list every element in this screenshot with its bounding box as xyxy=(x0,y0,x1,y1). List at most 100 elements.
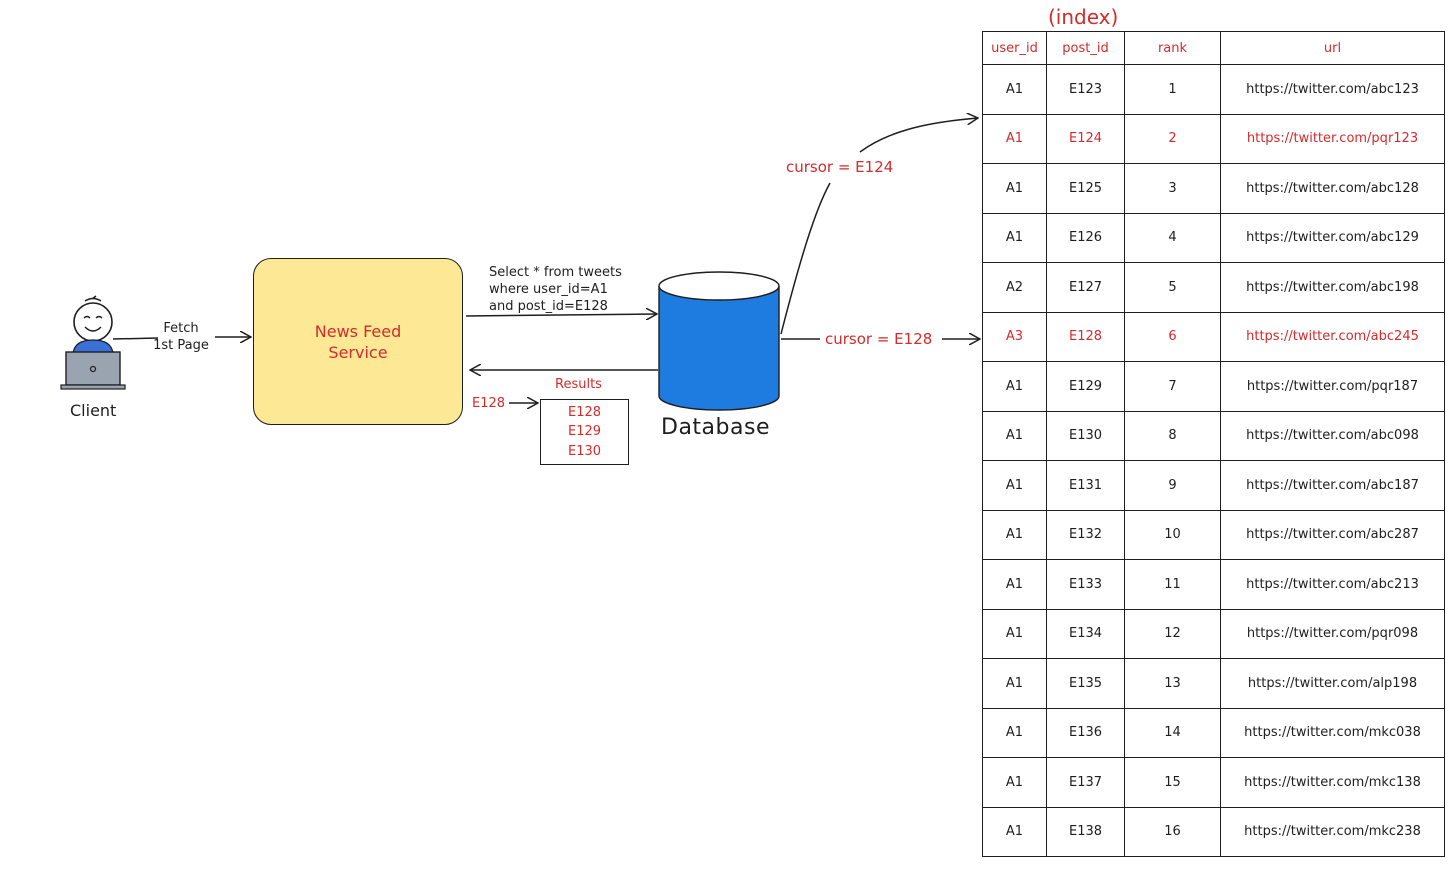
cell-rank: 13 xyxy=(1124,658,1221,709)
cell-user-id: A1 xyxy=(982,410,1047,461)
client-label: Client xyxy=(70,401,117,420)
cell-url: https://twitter.com/mkc238 xyxy=(1220,806,1445,857)
cell-user-id: A1 xyxy=(982,757,1047,808)
cell-rank: 15 xyxy=(1124,757,1221,808)
cell-post-id: E130 xyxy=(1046,410,1125,461)
cell-user-id: A1 xyxy=(982,707,1047,758)
cell-url: https://twitter.com/abc123 xyxy=(1220,64,1445,115)
cell-url: https://twitter.com/alp198 xyxy=(1220,658,1445,709)
cell-url: https://twitter.com/pqr123 xyxy=(1220,113,1445,164)
cell-post-id: E125 xyxy=(1046,163,1125,214)
cell-url: https://twitter.com/abc198 xyxy=(1220,262,1445,313)
cell-rank: 4 xyxy=(1124,212,1221,263)
laptop-logo-icon xyxy=(89,365,97,373)
service-label-line2: Service xyxy=(328,342,388,362)
cell-rank: 12 xyxy=(1124,608,1221,659)
client-face-icon xyxy=(83,315,103,332)
cell-post-id: E135 xyxy=(1046,658,1125,709)
fetch-label: Fetch 1st Page xyxy=(152,320,210,354)
results-title: Results xyxy=(555,377,602,392)
results-item: E128 xyxy=(567,405,602,421)
index-title: (index) xyxy=(1048,5,1119,29)
cell-post-id: E137 xyxy=(1046,757,1125,808)
query-text: Select * from tweets where user_id=A1 an… xyxy=(489,265,622,314)
results-cursor-label: E128 xyxy=(472,396,506,411)
cell-user-id: A1 xyxy=(982,608,1047,659)
arrow-client-to-service xyxy=(112,337,159,340)
cell-rank: 5 xyxy=(1124,262,1221,313)
arrow-e124-to-index xyxy=(859,118,978,153)
laptop-base-icon xyxy=(60,384,126,390)
cell-post-id: E136 xyxy=(1046,707,1125,758)
cell-rank: 6 xyxy=(1124,311,1221,362)
cell-user-id: A1 xyxy=(982,559,1047,610)
column-header-user-id: user_id xyxy=(982,31,1047,65)
cell-user-id: A1 xyxy=(982,806,1047,857)
cell-url: https://twitter.com/abc187 xyxy=(1220,460,1445,511)
arrow-service-to-database xyxy=(465,314,657,316)
cell-rank: 9 xyxy=(1124,460,1221,511)
cell-user-id: A1 xyxy=(982,113,1047,164)
cell-post-id: E127 xyxy=(1046,262,1125,313)
fetch-label-line1: Fetch xyxy=(163,321,199,336)
client-figure xyxy=(60,295,126,390)
cell-url: https://twitter.com/abc129 xyxy=(1220,212,1445,263)
cell-post-id: E131 xyxy=(1046,460,1125,511)
cell-url: https://twitter.com/abc287 xyxy=(1220,509,1445,560)
cell-user-id: A1 xyxy=(982,212,1047,263)
cell-user-id: A1 xyxy=(982,64,1047,115)
cell-url: https://twitter.com/abc245 xyxy=(1220,311,1445,362)
results-box: E128 E129 E130 xyxy=(540,399,629,465)
cell-user-id: A1 xyxy=(982,460,1047,511)
cell-post-id: E138 xyxy=(1046,806,1125,857)
cell-post-id: E123 xyxy=(1046,64,1125,115)
cell-url: https://twitter.com/abc128 xyxy=(1220,163,1445,214)
cell-rank: 14 xyxy=(1124,707,1221,758)
cell-url: https://twitter.com/mkc038 xyxy=(1220,707,1445,758)
service-label-line1: News Feed xyxy=(314,321,402,341)
laptop-icon xyxy=(65,351,121,386)
client-shirt-icon xyxy=(72,339,114,354)
cell-rank: 7 xyxy=(1124,361,1221,412)
cursor-e128-label: cursor = E128 xyxy=(825,330,933,348)
cell-url: https://twitter.com/abc213 xyxy=(1220,559,1445,610)
cell-user-id: A1 xyxy=(982,658,1047,709)
cell-user-id: A1 xyxy=(982,509,1047,560)
cell-url: https://twitter.com/mkc138 xyxy=(1220,757,1445,808)
cell-post-id: E129 xyxy=(1046,361,1125,412)
cell-post-id: E133 xyxy=(1046,559,1125,610)
cell-user-id: A1 xyxy=(982,163,1047,214)
results-item: E130 xyxy=(567,443,602,459)
cell-post-id: E126 xyxy=(1046,212,1125,263)
column-header-rank: rank xyxy=(1124,31,1221,65)
database-label: Database xyxy=(661,415,770,440)
cell-rank: 2 xyxy=(1124,113,1221,164)
index-table-header: user_id post_id rank url xyxy=(982,31,1445,65)
column-header-post-id: post_id xyxy=(1046,31,1125,65)
cell-user-id: A2 xyxy=(982,262,1047,313)
news-feed-service-box[interactable]: News Feed Service xyxy=(253,258,463,425)
cell-post-id: E124 xyxy=(1046,113,1125,164)
cell-rank: 10 xyxy=(1124,509,1221,560)
cell-post-id: E128 xyxy=(1046,311,1125,362)
cell-rank: 8 xyxy=(1124,410,1221,461)
database-cylinder-icon xyxy=(658,271,780,411)
cell-url: https://twitter.com/abc098 xyxy=(1220,410,1445,461)
cell-rank: 3 xyxy=(1124,163,1221,214)
client-head-icon xyxy=(73,302,113,342)
